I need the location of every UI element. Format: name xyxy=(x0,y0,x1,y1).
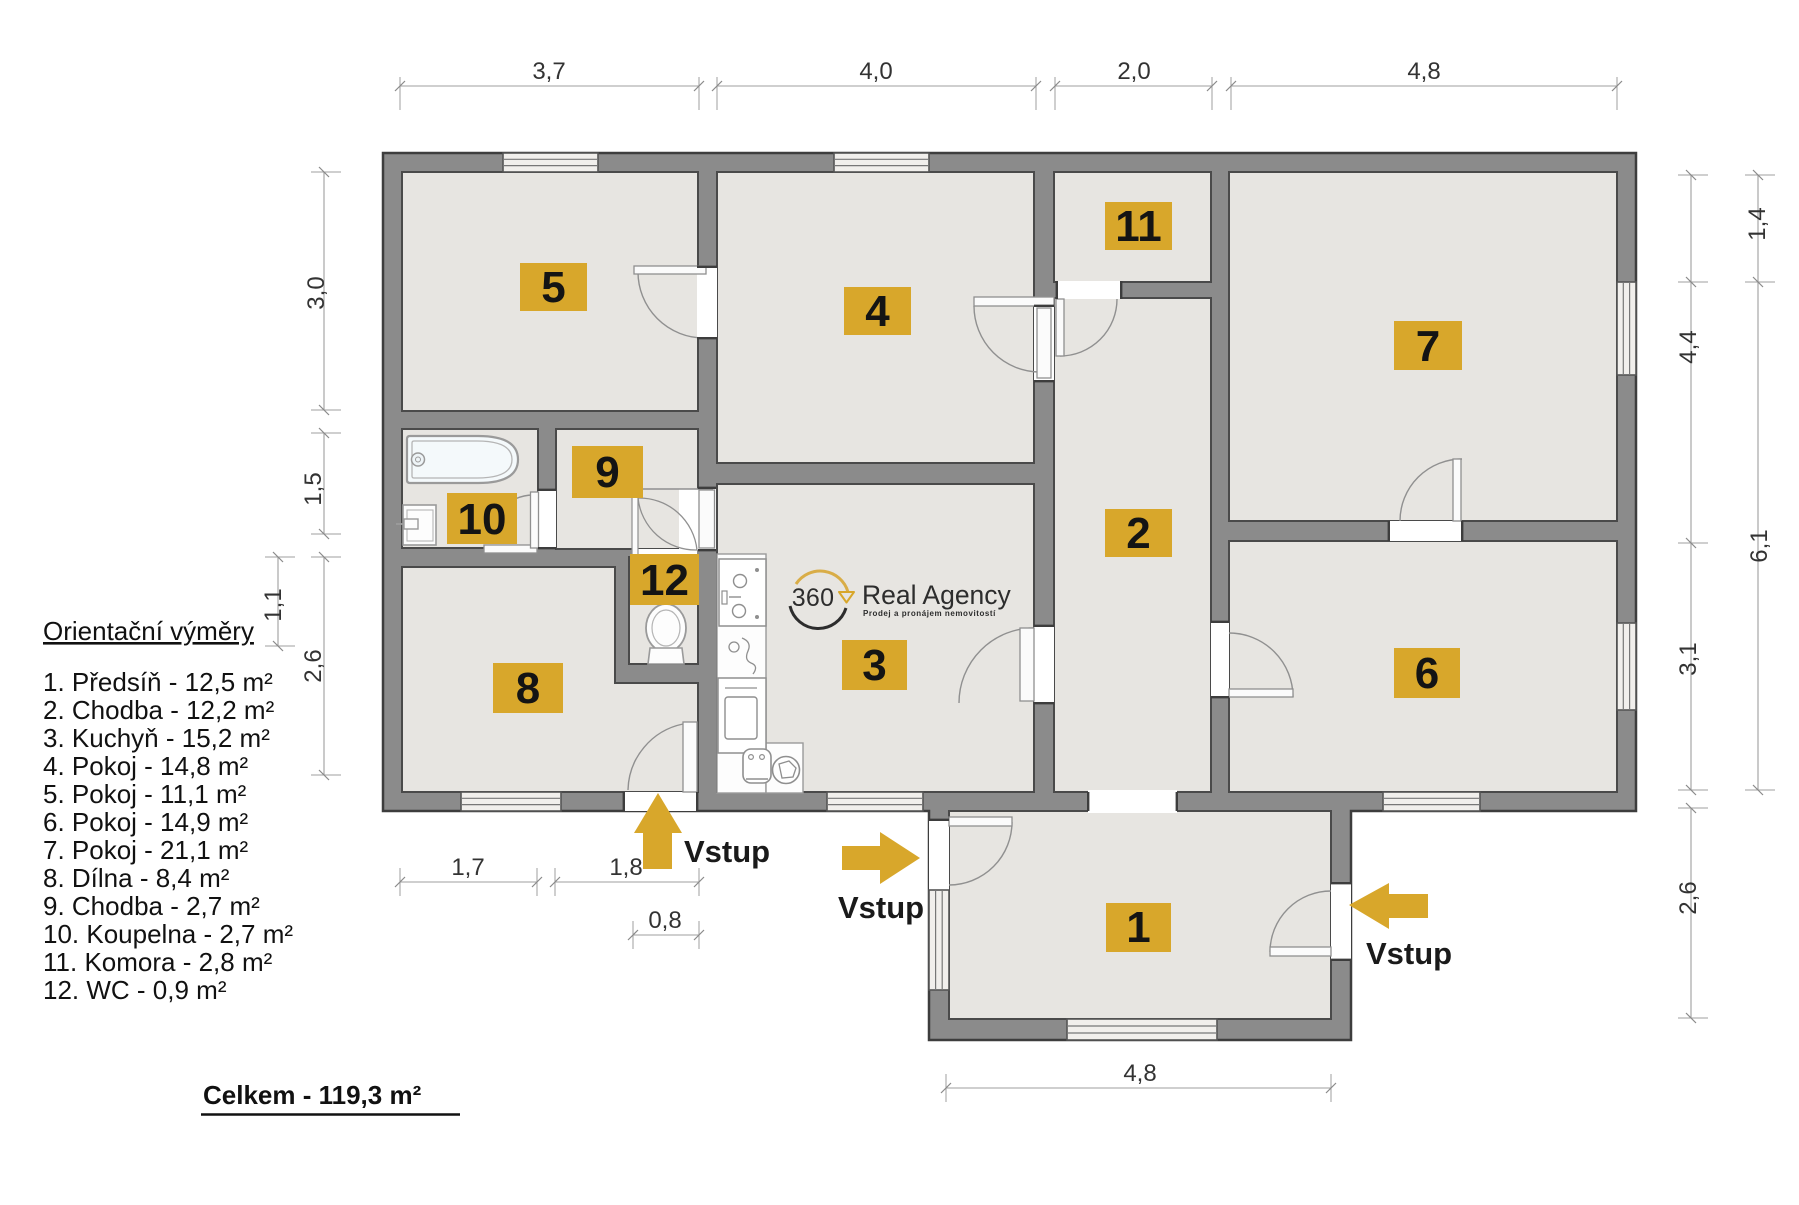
svg-text:4,0: 4,0 xyxy=(859,58,892,85)
svg-text:10. Koupelna - 2,7 m²: 10. Koupelna - 2,7 m² xyxy=(43,919,293,949)
svg-text:1. Předsíň - 12,5 m²: 1. Předsíň - 12,5 m² xyxy=(43,667,273,697)
svg-text:3: 3 xyxy=(862,641,886,690)
svg-text:4. Pokoj - 14,8 m²: 4. Pokoj - 14,8 m² xyxy=(43,751,249,781)
svg-text:Vstup: Vstup xyxy=(1366,936,1452,971)
svg-text:5. Pokoj - 11,1 m²: 5. Pokoj - 11,1 m² xyxy=(43,779,247,809)
svg-text:4,8: 4,8 xyxy=(1407,58,1440,85)
svg-text:1: 1 xyxy=(1126,903,1150,952)
svg-text:3. Kuchyň - 15,2 m²: 3. Kuchyň - 15,2 m² xyxy=(43,723,270,753)
svg-text:Orientační výměry: Orientační výměry xyxy=(43,616,254,646)
svg-text:11. Komora - 2,8 m²: 11. Komora - 2,8 m² xyxy=(43,947,273,977)
svg-text:9. Chodba - 2,7 m²: 9. Chodba - 2,7 m² xyxy=(43,891,260,921)
svg-text:12. WC - 0,9 m²: 12. WC - 0,9 m² xyxy=(43,975,227,1005)
svg-text:Vstup: Vstup xyxy=(684,834,770,869)
svg-text:1,5: 1,5 xyxy=(300,472,327,505)
svg-text:8. Dílna - 8,4 m²: 8. Dílna - 8,4 m² xyxy=(43,863,230,893)
svg-text:Vstup: Vstup xyxy=(838,890,924,925)
svg-text:0,8: 0,8 xyxy=(648,907,681,934)
svg-text:3,1: 3,1 xyxy=(1675,642,1702,675)
svg-text:5: 5 xyxy=(541,263,565,312)
svg-text:2: 2 xyxy=(1126,509,1150,558)
svg-text:2,6: 2,6 xyxy=(300,649,327,682)
svg-text:2,6: 2,6 xyxy=(1675,881,1702,914)
svg-text:10: 10 xyxy=(458,495,507,544)
svg-text:6. Pokoj - 14,9 m²: 6. Pokoj - 14,9 m² xyxy=(43,807,249,837)
svg-text:7. Pokoj - 21,1 m²: 7. Pokoj - 21,1 m² xyxy=(43,835,249,865)
svg-text:6: 6 xyxy=(1415,649,1439,698)
svg-text:Real Agency: Real Agency xyxy=(862,580,1012,610)
svg-text:3,0: 3,0 xyxy=(303,276,330,309)
svg-text:3,7: 3,7 xyxy=(532,58,565,85)
svg-text:2. Chodba - 12,2 m²: 2. Chodba - 12,2 m² xyxy=(43,695,275,725)
svg-text:11: 11 xyxy=(1115,202,1162,251)
svg-text:1,1: 1,1 xyxy=(260,588,287,621)
svg-text:1,8: 1,8 xyxy=(609,854,642,881)
svg-text:4: 4 xyxy=(865,287,890,336)
svg-text:2,0: 2,0 xyxy=(1117,58,1150,85)
svg-text:Prodej a pronájem nemovitostí: Prodej a pronájem nemovitostí xyxy=(863,609,996,618)
svg-text:1,4: 1,4 xyxy=(1744,207,1771,240)
svg-text:7: 7 xyxy=(1416,322,1440,371)
svg-text:1,7: 1,7 xyxy=(451,854,484,881)
svg-text:8: 8 xyxy=(516,664,540,713)
svg-text:4,4: 4,4 xyxy=(1675,330,1702,363)
svg-text:6,1: 6,1 xyxy=(1746,529,1773,562)
svg-text:4,8: 4,8 xyxy=(1123,1060,1156,1087)
svg-text:12: 12 xyxy=(640,556,689,605)
svg-text:360: 360 xyxy=(792,584,835,612)
svg-text:Celkem - 119,3 m²: Celkem - 119,3 m² xyxy=(203,1080,422,1110)
svg-text:9: 9 xyxy=(595,448,619,497)
